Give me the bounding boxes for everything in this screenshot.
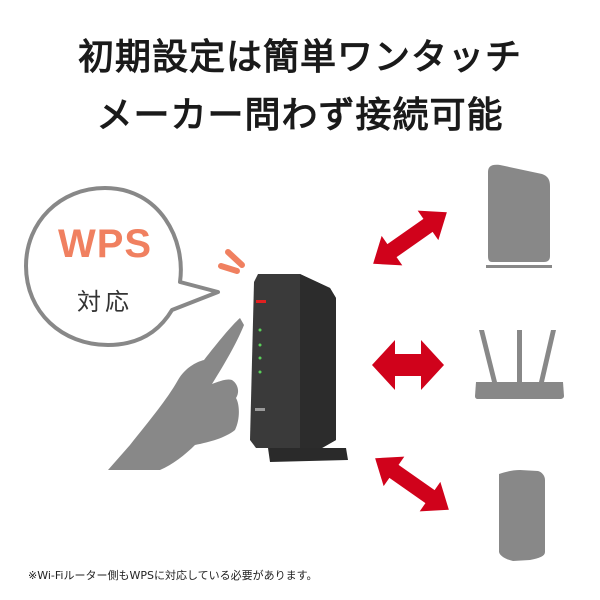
footnote: ※Wi-Fiルーター側もWPSに対応している必要があります。 — [28, 569, 318, 582]
arrow-upper — [373, 210, 447, 266]
arrow-middle — [372, 340, 444, 390]
tap-effect-icon — [218, 249, 245, 274]
arrow-lower — [375, 456, 449, 512]
headline-line-2: メーカー問わず接続可能 — [96, 95, 504, 136]
headline-line-1: 初期設定は簡単ワンタッチ — [77, 37, 522, 78]
hand-icon — [108, 318, 244, 470]
router-device — [250, 274, 348, 462]
tower-device-icon — [486, 164, 552, 268]
speech-bubble — [24, 186, 220, 347]
antenna-router-icon — [475, 330, 564, 399]
wps-label: WPS — [57, 222, 153, 266]
wps-support-label: 対応 — [77, 288, 133, 316]
router-status-led — [256, 300, 266, 303]
cylinder-device-icon — [499, 470, 545, 561]
router-stand — [268, 448, 348, 462]
